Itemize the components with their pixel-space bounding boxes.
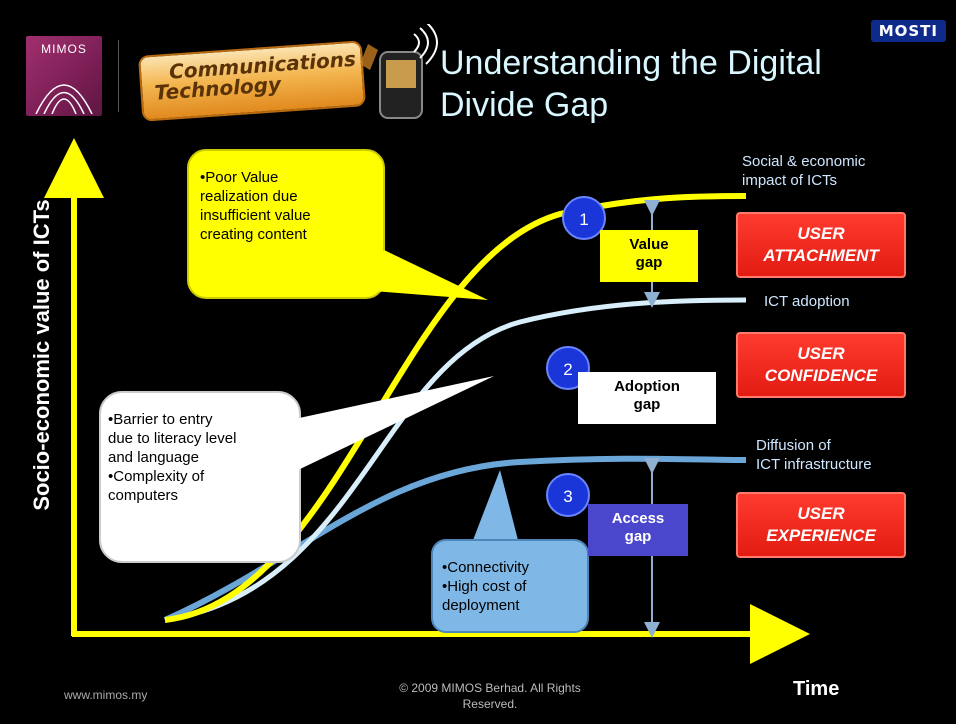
marker-1: 1 [562,196,606,240]
value-gap-line1: Value [629,236,669,253]
copyright-line2: Reserved. [462,697,518,711]
mimos-logo-text: MIMOS [41,42,87,56]
yellow-callout-line: creating content [200,226,307,243]
white-callout-line: •Barrier to entry [108,411,213,428]
marker-3: 3 [546,473,590,517]
diffusion-label: Diffusion of ICT infrastructure [756,436,872,474]
blue-callout [431,470,589,633]
user-box-line1: USER [797,224,845,243]
value-gap-box: Value gap [600,230,698,282]
y-axis-label: Socio-economic value of ICTs [29,199,54,511]
adoption-gap-line1: Adoption [614,378,680,395]
adoption-gap-box: Adoption gap [578,372,716,424]
copyright-line1: © 2009 MIMOS Berhad. All Rights [399,681,581,695]
white-callout-text: •Barrier to entry due to literacy level … [108,410,236,505]
title-line-1: Understanding the Digital [440,44,822,82]
adoption-gap-line2: gap [633,396,661,413]
user-box-line2: CONFIDENCE [764,366,878,385]
blue-callout-text: •Connectivity •High cost of deployment [442,558,529,615]
adoption-curve [164,297,747,623]
title-line-2: Divide Gap [440,86,609,124]
marker-2-text: 2 [563,360,572,379]
access-gap-line1: Access [611,510,665,527]
white-callout-line: due to literacy level [108,430,237,447]
marker-1-text: 1 [579,210,588,229]
yellow-callout-line: realization due [200,188,298,205]
white-callout-line: and language [108,449,199,466]
social-impact-label-line2: impact of ICTs [742,172,838,189]
white-callout [99,376,494,563]
mimos-arcs-icon [35,84,93,114]
white-callout-line: computers [108,487,179,504]
diffusion-label-line2: ICT infrastructure [756,456,872,473]
yellow-callout-line: •Poor Value [200,169,279,186]
footer-url: www.mimos.my [64,688,148,702]
footer-copyright: © 2009 MIMOS Berhad. All Rights Reserved… [360,680,620,712]
x-axis-label: Time [793,678,840,700]
ict-adoption-label: ICT adoption [764,293,850,310]
blue-callout-line: •High cost of [442,578,527,595]
access-gap-line2: gap [624,528,652,545]
logo-divider [118,40,119,112]
page-title: Understanding the Digital Divide Gap [440,42,910,126]
access-gap-box: Access gap [588,504,688,556]
user-experience-box: USER EXPERIENCE [736,492,906,558]
social-impact-label-line1: Social & economic [742,153,866,170]
mimos-logo: MIMOS [26,36,102,116]
blue-callout-line: deployment [442,597,520,614]
user-box-line2: ATTACHMENT [763,246,879,265]
yellow-callout-line: insufficient value [200,207,311,224]
value-gap-line2: gap [635,254,663,271]
white-callout-line: •Complexity of [108,468,205,485]
mosti-logo: MOSTI [870,20,946,42]
social-impact-label: Social & economic impact of ICTs [742,152,865,190]
blue-callout-line: •Connectivity [442,559,529,576]
diffusion-label-line1: Diffusion of [756,437,831,454]
user-attachment-box: USER ATTACHMENT [736,212,906,278]
yellow-callout-text: •Poor Value realization due insufficient… [200,168,311,244]
user-box-line2: EXPERIENCE [766,526,876,545]
user-box-line1: USER [797,504,845,523]
user-confidence-box: USER CONFIDENCE [736,332,906,398]
marker-3-text: 3 [563,487,572,506]
phone-icon [360,24,438,119]
yellow-callout [187,149,488,300]
user-box-line1: USER [797,344,845,363]
